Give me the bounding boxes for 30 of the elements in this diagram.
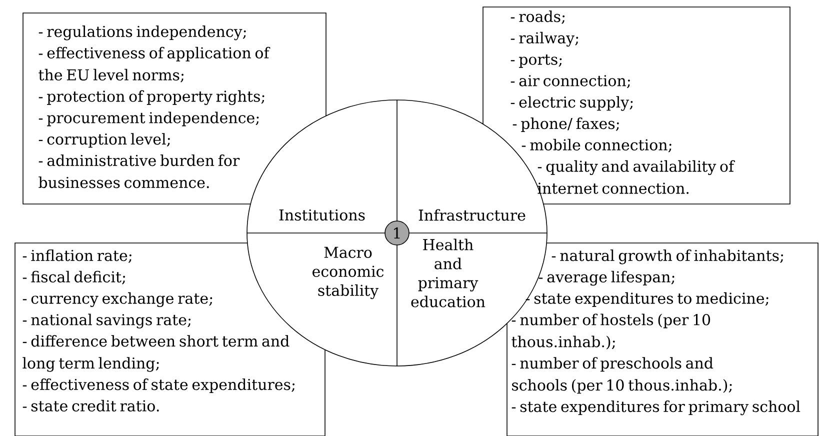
list-item: - national savings rate; [22,314,191,328]
list-item: - regulations independency; [38,26,246,40]
list-item: - electric supply; [510,96,633,111]
quadrant-label: Institutions [279,209,365,221]
list-item: - effectiveness of state expenditures; [22,378,295,393]
list-item: - state expenditures for primary school [512,400,800,416]
quadrant-label: Macro economic stability [312,246,384,300]
list-item: - protection of property rights; [38,90,264,106]
list-item: - air connection; [510,75,630,88]
list-item: - inflation rate; [22,250,132,263]
list-item: - number of hostels (per 10 thous.inhab.); [512,314,710,350]
list-item: - corruption level; [38,133,170,148]
quadrant-label: Infrastructure [418,209,526,221]
list-item: - difference between short term and long term lending; [22,335,290,372]
list-item: - currency exchange rate; [22,292,212,308]
list-item: - procurement independence; [38,112,259,126]
list-item: - state credit ratio. [22,400,159,412]
list-item: - natural growth of inhabitants; [552,250,784,264]
list-item: - administrative burden for businesses commence. [38,154,240,188]
list-item: - phone/ faxes; [512,118,619,132]
list-item: - ports; [510,54,562,68]
list-item: - railway; [510,32,578,47]
list-item: - mobile connection; [522,138,672,152]
list-item: - effectiveness of application of the EU level norms; [38,46,270,82]
list-item: - fiscal deficit; [22,270,126,284]
quadrant-label: Health and primary education [411,238,486,308]
list-item: - average lifespan; [538,270,674,286]
list-item: - roads; [510,10,565,24]
list-item: - number of preschools and schools (per 10 thous.inhab.); [512,357,732,394]
number-badge: 1 [384,220,410,246]
